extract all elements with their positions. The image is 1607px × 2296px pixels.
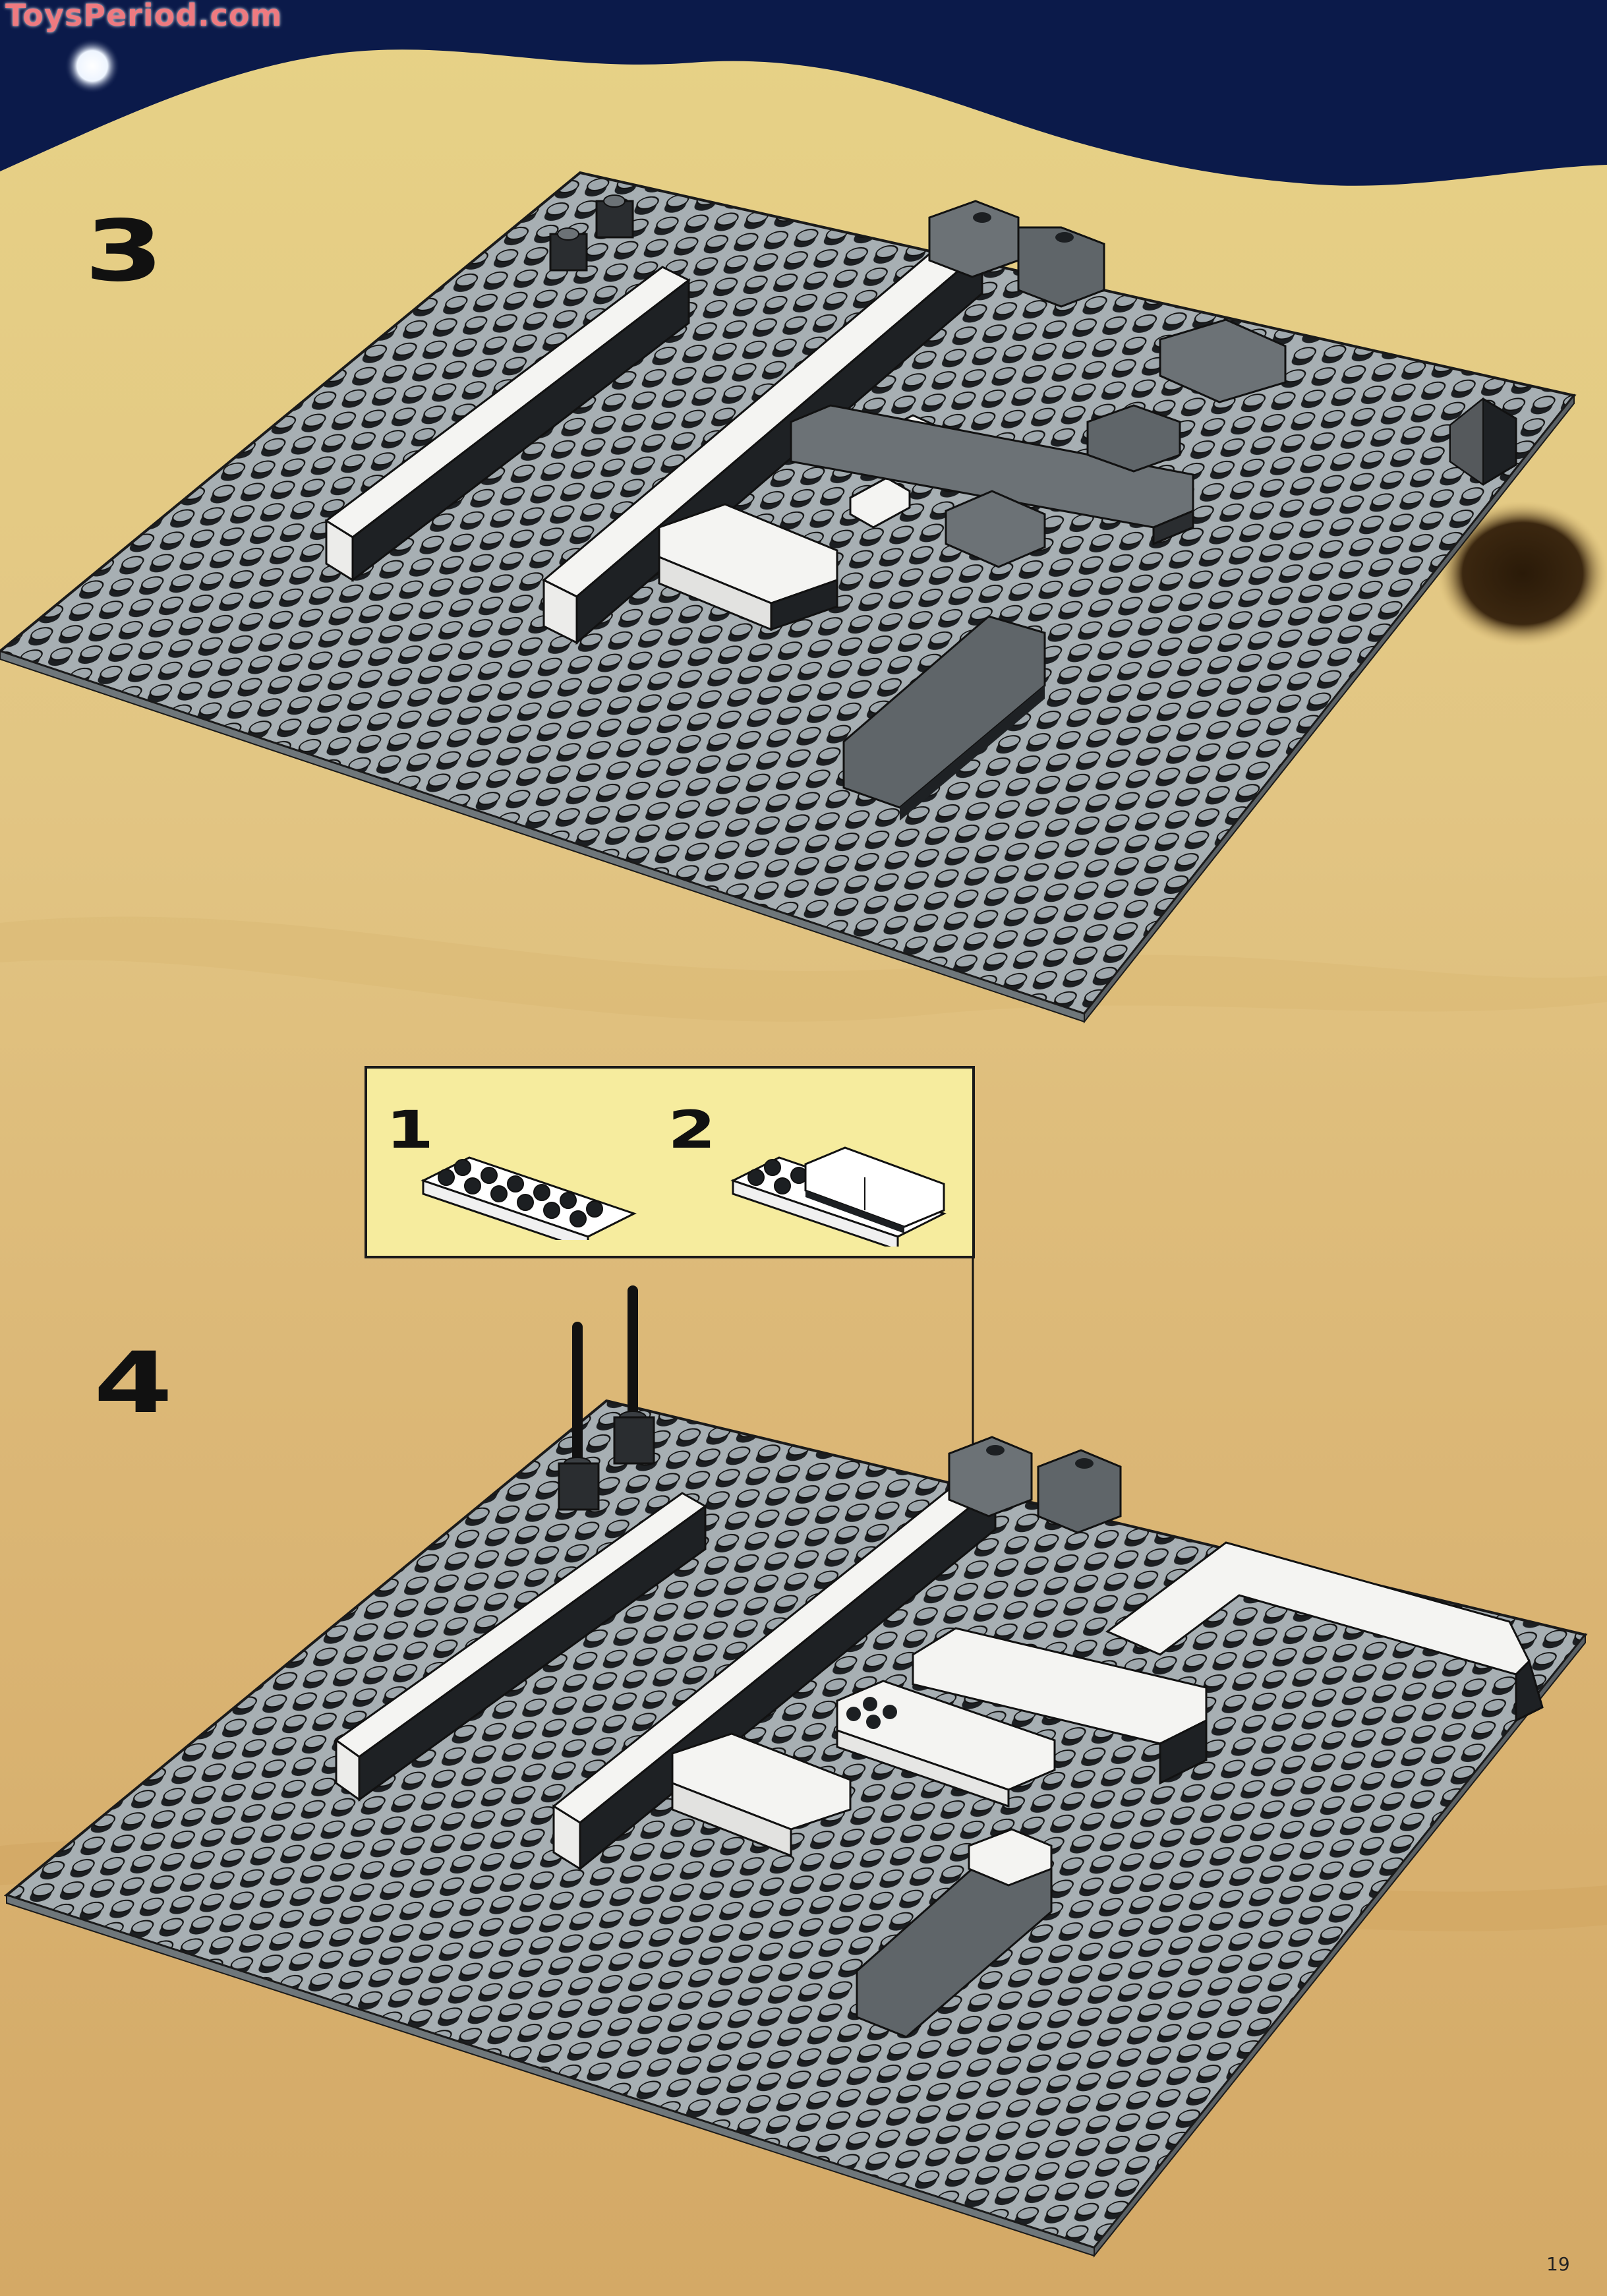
page-number: 19 <box>1546 2253 1570 2275</box>
substep-callout-box: 1 2 <box>365 1066 975 1258</box>
gray-brick-2x4-bottom <box>856 1828 1053 2038</box>
white-plate-frame-right <box>912 1541 1544 1785</box>
white-plate-bar-left <box>324 266 691 583</box>
step-number-4: 4 <box>94 1334 173 1432</box>
gray-brick-long <box>790 404 1194 546</box>
dark-brick-1x1 <box>549 194 634 272</box>
gray-slope-brick <box>1449 397 1517 486</box>
white-plate-t-assembly <box>658 503 838 632</box>
substep-2-white-plate-with-tiles-illustration <box>730 1146 947 1247</box>
antenna-right <box>613 1285 655 1465</box>
moon <box>65 38 120 94</box>
white-plate-bar-left <box>334 1492 707 1802</box>
white-plate-assembly-new <box>836 1680 1056 1808</box>
gray-brick-2x4-bottom <box>842 615 1046 821</box>
white-plate-t-assembly <box>671 1732 852 1858</box>
gray-brick-2x2-low <box>945 490 1046 568</box>
crater-shadow <box>1437 501 1607 646</box>
substep-number-2: 2 <box>668 1101 716 1160</box>
night-sky <box>0 0 1607 186</box>
gray-brick-2x2 <box>948 1436 1122 1534</box>
gray-brick-right <box>1086 318 1287 473</box>
gray-brick-2x2 <box>928 200 1105 308</box>
substep-number-1: 1 <box>386 1101 434 1160</box>
antenna-left <box>558 1322 600 1511</box>
watermark: ToysPeriod.com <box>5 0 283 33</box>
substep-1-white-plate-illustration <box>421 1156 637 1240</box>
step-number-3: 3 <box>84 202 164 301</box>
